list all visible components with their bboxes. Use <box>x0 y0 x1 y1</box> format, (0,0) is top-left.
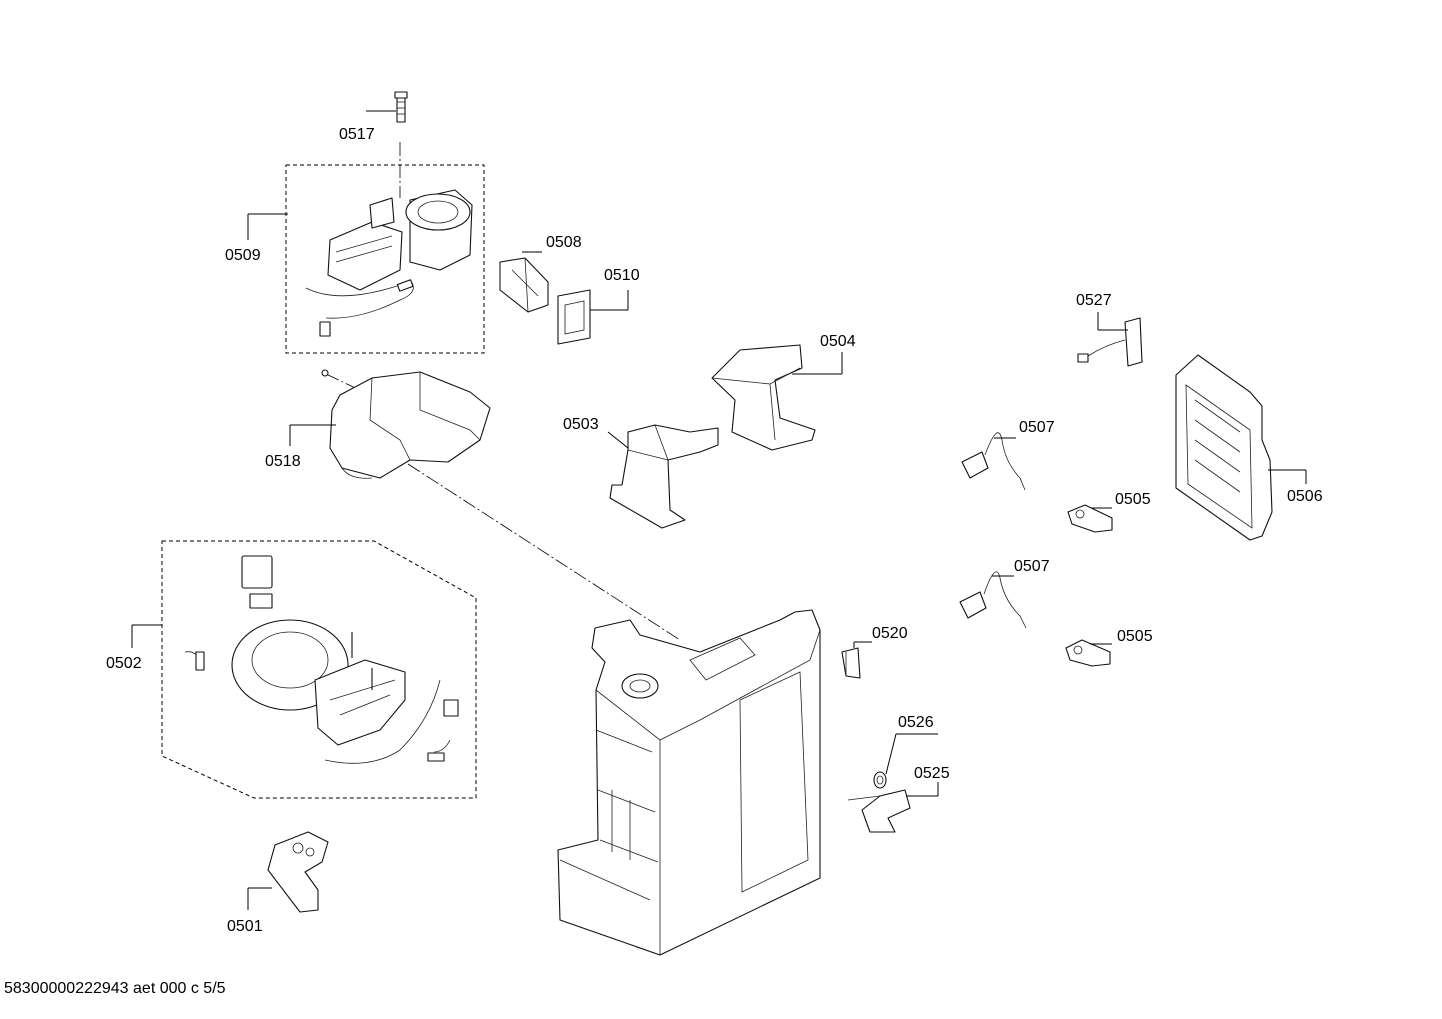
part-0502-drive-assembly <box>131 555 459 764</box>
part-0503-bracket <box>607 424 719 529</box>
part-0520-clip <box>841 641 872 679</box>
label-0503: 0503 <box>563 416 599 433</box>
label-0509: 0509 <box>225 247 261 264</box>
label-0520: 0520 <box>872 625 908 642</box>
label-0525: 0525 <box>914 765 950 782</box>
part-0507-spring-upper <box>961 432 1026 491</box>
label-0517: 0517 <box>339 126 375 143</box>
part-0525-lever <box>847 782 939 833</box>
part-0508-chute <box>499 251 549 313</box>
part-0527-sensor <box>1077 312 1143 367</box>
group-box-0502 <box>161 540 477 799</box>
label-0505-upper: 0505 <box>1115 491 1151 508</box>
part-0505-bracket-upper <box>1067 504 1113 533</box>
guide-line-0518-frame <box>407 463 681 641</box>
main-housing-frame <box>557 609 821 956</box>
label-0502: 0502 <box>106 655 142 672</box>
part-0507-spring-lower <box>959 571 1027 629</box>
label-0527: 0527 <box>1076 292 1112 309</box>
label-0508: 0508 <box>546 234 582 251</box>
label-0518: 0518 <box>265 453 301 470</box>
part-0509-grinder-assembly <box>247 189 473 337</box>
part-0504-funnel <box>711 344 843 451</box>
part-0505-bracket-lower <box>1065 639 1112 667</box>
label-0507-upper: 0507 <box>1019 419 1055 436</box>
part-0510-plate <box>557 289 629 345</box>
part-0501-lever <box>247 831 329 913</box>
label-0510: 0510 <box>604 267 640 284</box>
label-0504: 0504 <box>820 333 856 350</box>
group-box-0509 <box>285 164 485 354</box>
label-0507-lower: 0507 <box>1014 558 1050 575</box>
label-0506: 0506 <box>1287 488 1323 505</box>
part-0526-spring <box>873 733 938 789</box>
document-footer-id: 58300000222943 aet 000 c 5/5 <box>4 980 226 997</box>
label-0526: 0526 <box>898 714 934 731</box>
label-0501: 0501 <box>227 918 263 935</box>
part-0506-control-board <box>1175 354 1307 541</box>
part-0517-pin <box>366 91 408 123</box>
label-0505-lower: 0505 <box>1117 628 1153 645</box>
part-0518-housing <box>289 369 491 479</box>
